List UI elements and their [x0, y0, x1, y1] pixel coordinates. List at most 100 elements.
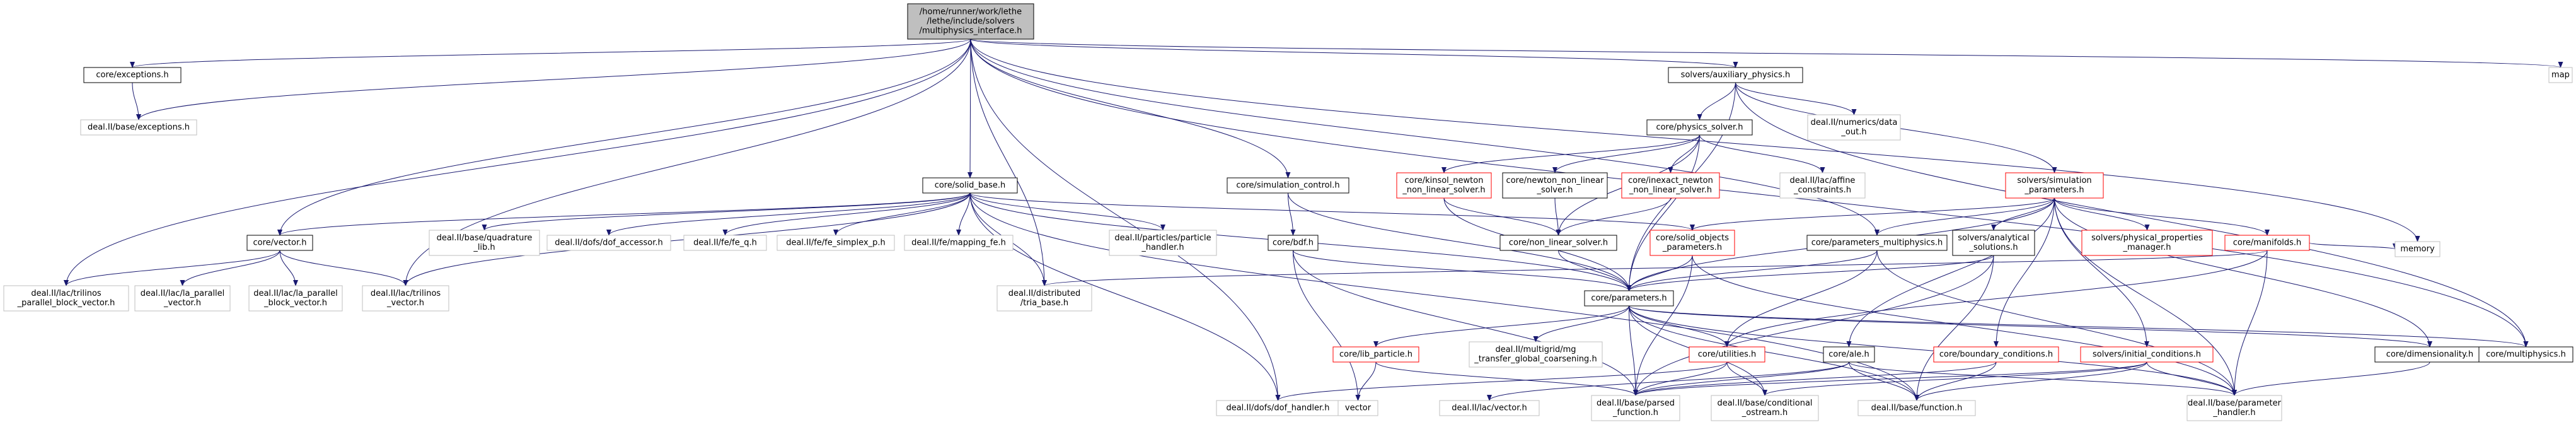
node-label-line: vector	[1345, 404, 1372, 413]
node-label-line: core/parameters.h	[1591, 294, 1666, 303]
node-box	[1933, 346, 2059, 363]
node-core_physics_solver[interactable]: core/physics_solver.h	[1646, 119, 1753, 136]
edge-solvers_sim_params-to-core_ale	[1846, 197, 2055, 348]
node-dealii_la_parallel_block[interactable]: deal.II/lac/la_parallel_block_vector.h	[248, 285, 343, 312]
node-core_sim_control[interactable]: core/simulation_control.h	[1227, 177, 1349, 194]
node-box	[777, 235, 895, 251]
node-core_newton[interactable]: core/newton_non_linear_solver.h	[1502, 172, 1608, 199]
node-core_ale[interactable]: core/ale.h	[1823, 346, 1875, 363]
node-label-line: _handler.h	[1141, 243, 1184, 252]
node-core_solid_base[interactable]: core/solid_base.h	[922, 177, 1018, 194]
node-dealii_dof_handler[interactable]: deal.II/dofs/dof_handler.h	[1216, 400, 1340, 416]
edge-core_solid_base-to-dealii_fe_simplex	[833, 192, 971, 236]
node-label-line: _constraints.h	[1793, 185, 1851, 195]
node-core_utilities[interactable]: core/utilities.h	[1689, 346, 1765, 363]
node-label-line: core/boundary_conditions.h	[1939, 350, 2053, 360]
node-label-line: deal.II/dofs/dof_handler.h	[1226, 404, 1329, 413]
node-map[interactable]: map	[2548, 67, 2573, 83]
node-solvers_analytical[interactable]: solvers/analytical_solutions.h	[1952, 230, 2035, 256]
node-box	[1668, 67, 1803, 83]
node-label-line: /multiphysics_interface.h	[920, 26, 1022, 36]
node-box	[1806, 235, 1948, 251]
edge-core_parameters-to-dealii_mg_transfer	[1533, 305, 1629, 342]
node-core_solid_objects[interactable]: core/solid_objects_parameters.h	[1649, 230, 1735, 256]
node-core_exceptions[interactable]: core/exceptions.h	[83, 67, 182, 83]
node-label-line: _vector.h	[386, 298, 424, 308]
node-label-line: deal.II/base/parameter	[2188, 399, 2282, 408]
node-dealii_fe_simplex[interactable]: deal.II/fe/fe_simplex_p.h	[777, 235, 895, 251]
node-dealii_trilinos_vector[interactable]: deal.II/lac/trilinos_vector.h	[362, 285, 449, 312]
node-box	[3, 285, 129, 312]
edge-core_manifolds-to-dealii_parameter_handler	[2232, 250, 2268, 396]
node-core_kinsol[interactable]: core/kinsol_newton_non_linear_solver.h	[1396, 172, 1492, 199]
node-dealii_affine[interactable]: deal.II/lac/affine_constraints.h	[1779, 172, 1866, 199]
node-dealii_quadrature[interactable]: deal.II/base/quadrature_lib.h	[429, 230, 540, 256]
node-box	[1857, 400, 1976, 416]
node-core_dimensionality[interactable]: core/dimensionality.h	[2374, 346, 2485, 363]
node-dealii_function[interactable]: deal.II/base/function.h	[1857, 400, 1976, 416]
edge-core_ale-to-dealii_parsed_function	[1633, 361, 1849, 396]
node-box	[1469, 341, 1603, 368]
node-dealii_exceptions[interactable]: deal.II/base/exceptions.h	[80, 119, 197, 136]
node-core_multiphysics[interactable]: core/multiphysics.h	[2478, 346, 2573, 363]
node-dealii_dof_accessor[interactable]: deal.II/dofs/dof_accessor.h	[546, 235, 671, 251]
node-dealii_tria_base[interactable]: deal.II/distributed/tria_base.h	[996, 285, 1092, 312]
node-dealii_mg_transfer[interactable]: deal.II/multigrid/mg_transfer_global_coa…	[1469, 341, 1603, 368]
node-solvers_aux[interactable]: solvers/auxiliary_physics.h	[1668, 67, 1803, 83]
edge-solvers_sim_params-to-core_boundary	[1994, 197, 2055, 348]
edge-root-to-core_sim_control	[970, 38, 1291, 178]
node-box	[2478, 346, 2573, 363]
node-label-line: /lethe/include/solvers	[927, 17, 1015, 26]
node-core_boundary[interactable]: core/boundary_conditions.h	[1933, 346, 2059, 363]
node-label-line: deal.II/base/parsed	[1597, 399, 1675, 408]
dependency-edges	[64, 38, 2563, 401]
node-memory[interactable]: memory	[2394, 241, 2440, 257]
node-core_bdf[interactable]: core/bdf.h	[1268, 235, 1319, 251]
node-label-line: core/physics_solver.h	[1656, 123, 1743, 132]
edge-core_lib_particle-to-vector	[1355, 361, 1377, 401]
node-dealii_parameter_handler[interactable]: deal.II/base/parameter_handler.h	[2186, 395, 2282, 421]
node-label-line: core/ale.h	[1828, 350, 1869, 360]
node-dealii_numerics[interactable]: deal.II/numerics/data_out.h	[1807, 114, 1901, 141]
node-vector[interactable]: vector	[1337, 400, 1378, 416]
node-solvers_sim_params[interactable]: solvers/simulation_parameters.h	[2005, 172, 2104, 199]
node-solvers_initial[interactable]: solvers/initial_conditions.h	[2080, 346, 2214, 363]
edge-core_inexact-to-core_non_linear	[1556, 197, 1671, 236]
node-label-line: _out.h	[1840, 127, 1866, 137]
node-core_params_multi[interactable]: core/parameters_multiphysics.h	[1806, 235, 1948, 251]
node-dealii_la_parallel_vector[interactable]: deal.II/lac/la_parallel_vector.h	[134, 285, 231, 312]
node-core_parameters[interactable]: core/parameters.h	[1584, 290, 1674, 307]
node-dealii_parsed_function[interactable]: deal.II/base/parsed_function.h	[1591, 395, 1680, 421]
edge-solvers_aux-to-dealii_numerics	[1735, 82, 1857, 115]
node-label-line: deal.II/lac/trilinos	[371, 289, 441, 298]
node-dealii_particle_handler[interactable]: deal.II/particles/particle_handler.h	[1109, 230, 1217, 256]
node-dealii_trilinos_pbv[interactable]: deal.II/lac/trilinos_parallel_block_vect…	[3, 285, 129, 312]
node-dealii_lac_vector[interactable]: deal.II/lac/vector.h	[1439, 400, 1540, 416]
node-core_vector[interactable]: core/vector.h	[246, 235, 313, 251]
node-box	[1268, 235, 1319, 251]
edge-core_exceptions-to-dealii_exceptions	[132, 82, 141, 120]
node-label-line: solvers/analytical	[1958, 233, 2029, 243]
node-label-line: /tria_base.h	[1020, 298, 1068, 308]
node-label-line: _function.h	[1612, 408, 1658, 418]
node-solvers_phys_props[interactable]: solvers/physical_properties_manager.h	[2081, 230, 2213, 256]
edge-core_parameters-to-core_lib_particle	[1373, 305, 1629, 348]
node-label-line: _lib.h	[473, 243, 495, 252]
edge-core_physics_solver-to-dealii_affine	[1699, 134, 1825, 173]
node-box	[2186, 395, 2282, 421]
node-dealii_fe_q[interactable]: deal.II/fe/fe_q.h	[683, 235, 767, 251]
node-label-line: _block_vector.h	[263, 298, 327, 308]
node-core_non_linear[interactable]: core/non_linear_solver.h	[1499, 235, 1617, 251]
node-label-line: _solver.h	[1536, 185, 1573, 195]
node-label-line: core/manifolds.h	[2233, 238, 2302, 248]
node-dealii_mapping_fe[interactable]: deal.II/fe/mapping_fe.h	[904, 235, 1014, 251]
node-core_inexact[interactable]: core/inexact_newton_non_linear_solver.h	[1621, 172, 1720, 199]
node-core_lib_particle[interactable]: core/lib_particle.h	[1332, 346, 1419, 363]
edge-core_solid_base-to-dealii_quadrature	[482, 192, 971, 231]
edge-core_physics_solver-to-core_parameters	[1626, 134, 1700, 291]
node-core_manifolds[interactable]: core/manifolds.h	[2224, 235, 2310, 251]
node-label-line: core/exceptions.h	[96, 71, 168, 80]
edge-core_newton-to-core_non_linear	[1554, 197, 1561, 236]
node-dealii_conditional_ostream[interactable]: deal.II/base/conditional_ostream.h	[1711, 395, 1819, 421]
node-box	[1439, 400, 1540, 416]
